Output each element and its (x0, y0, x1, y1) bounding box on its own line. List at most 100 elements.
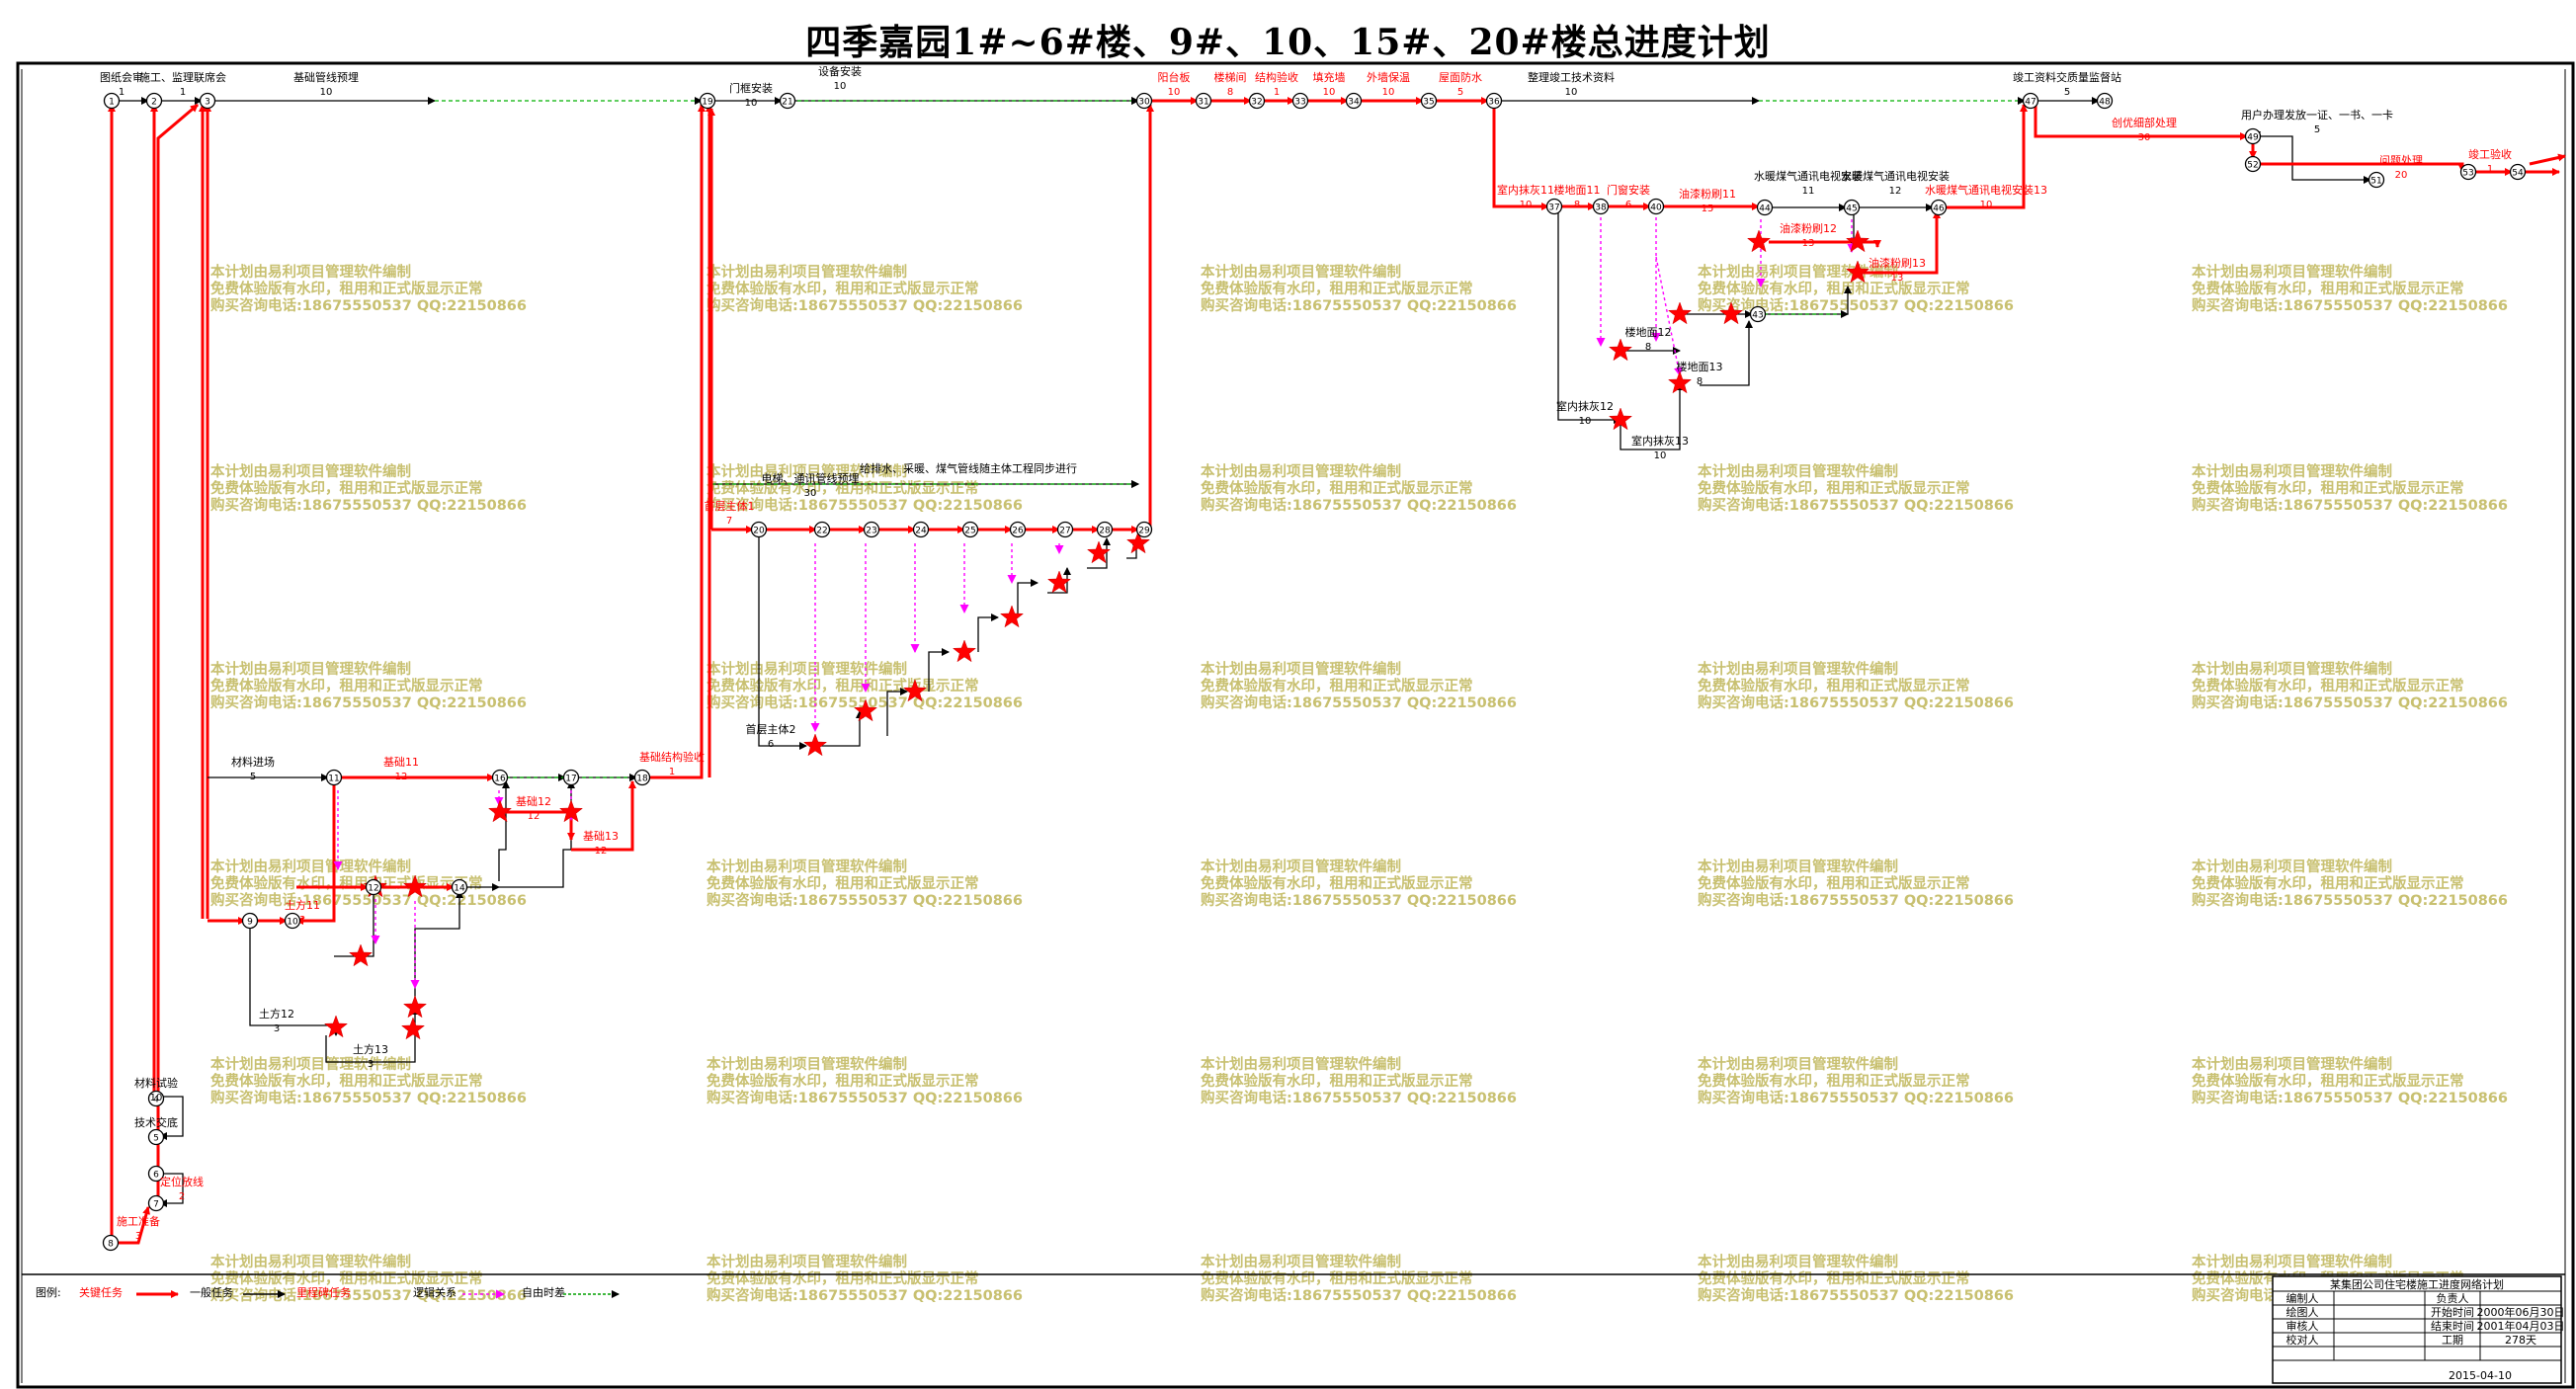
network-node: 38 (1592, 198, 1610, 215)
task-label: 5 (2314, 124, 2320, 135)
milestone-star (1718, 301, 1744, 325)
task-arrow (1087, 537, 1111, 569)
node-number: 11 (328, 775, 339, 784)
node-number: 45 (1846, 204, 1857, 214)
task-label: 10 (1520, 200, 1533, 210)
task-label: 12 (595, 846, 608, 857)
node-number: 26 (1012, 527, 1024, 536)
tb-row0-label2: 负责人 (2437, 1291, 2469, 1305)
task-arrow (1557, 209, 1621, 424)
critical-arrow (2529, 153, 2566, 166)
network-node: 10 (284, 912, 301, 930)
node-number: 24 (915, 527, 927, 536)
network-node: 8 (102, 1234, 120, 1252)
critical-arrow (2258, 162, 2466, 173)
node-number: 47 (2025, 98, 2036, 108)
task-label: 8 (1227, 87, 1233, 98)
task-label: 给排水、采暖、煤气管线随主体工程同步进行 (860, 461, 1077, 475)
page-title: 四季嘉园1#~6#楼、9#、10、15#、20#楼总进度计划 (805, 22, 1771, 63)
milestone-star (1746, 229, 1772, 253)
task-label: 10 (1323, 87, 1336, 98)
task-arrow (758, 533, 807, 750)
network-node: 53 (2459, 163, 2477, 181)
network-node: 32 (1248, 92, 1266, 110)
task-label: 1 (669, 767, 675, 777)
task-label: 10 (834, 81, 847, 92)
legend-milestone-label: 里程碑任务 (296, 1286, 351, 1299)
task-label: 基础13 (583, 830, 619, 843)
task-label: 水暖煤气通讯电视安装 (1841, 169, 1950, 183)
task-label: 首层主体2 (746, 722, 796, 736)
task-label: 创优细部处理 (2112, 116, 2177, 129)
node-number: 12 (368, 884, 378, 894)
node-number: 31 (1198, 98, 1208, 108)
task-label: 门框安装 (729, 81, 773, 95)
network-node: 6 (147, 1165, 165, 1183)
node-number: 44 (1759, 204, 1771, 214)
task-arrow (820, 710, 864, 747)
task-label: 土方12 (259, 1007, 294, 1021)
task-label: 图纸会审 (100, 70, 143, 84)
network-node: 2 (145, 92, 163, 110)
network-node: 3 (199, 92, 216, 110)
milestone-star (1667, 370, 1693, 394)
network-node: 45 (1843, 199, 1861, 216)
task-label: 设备安装 (818, 64, 862, 78)
network-node: 36 (1485, 92, 1503, 110)
critical-arrow (1769, 240, 1881, 248)
task-arrow (158, 1096, 184, 1140)
task-arrow (498, 780, 510, 881)
node-number: 40 (1650, 204, 1662, 213)
network-node: 22 (813, 521, 831, 538)
tb-row2-value: 2001年04月03日 (2477, 1319, 2565, 1333)
milestone-star (999, 605, 1025, 628)
tb-row1-label: 绘图人 (2286, 1305, 2319, 1319)
node-number: 6 (153, 1171, 159, 1181)
task-label: 6 (768, 739, 774, 750)
node-number: 19 (702, 98, 713, 108)
tb-row3-label: 校对人 (2286, 1333, 2319, 1347)
network-node: 28 (1096, 521, 1114, 538)
task-label: 6 (1625, 200, 1631, 210)
task-label: 填充墙 (1313, 70, 1346, 84)
node-number: 14 (454, 884, 465, 894)
network-node: 51 (2368, 171, 2385, 189)
critical-arrow (2034, 105, 2248, 140)
critical-arrow (1858, 210, 1941, 275)
task-label: 10 (320, 87, 333, 98)
network-node: 48 (2096, 92, 2114, 110)
node-number: 3 (205, 98, 210, 108)
node-number: 16 (494, 775, 506, 784)
legend-critical-label: 关键任务 (79, 1285, 123, 1299)
task-label: 油漆粉刷11 (1679, 187, 1736, 201)
node-number: 30 (1138, 98, 1150, 108)
task-label: 3 (299, 915, 305, 926)
task-label: 13 (1802, 238, 1815, 249)
task-label: 10 (1168, 87, 1181, 98)
task-label: 楼地面13 (1677, 360, 1723, 373)
node-number: 51 (2370, 177, 2381, 187)
network-node: 43 (1749, 305, 1767, 323)
node-number: 5 (153, 1134, 159, 1144)
task-label: 土方11 (285, 898, 320, 912)
network-node: 5 (147, 1128, 165, 1146)
node-number: 32 (1251, 98, 1262, 108)
task-label: 5 (2064, 87, 2070, 98)
node-number: 29 (1138, 527, 1150, 536)
task-label: 水暖煤气通讯电视安装 (1754, 169, 1863, 183)
milestone-star (1608, 338, 1633, 362)
task-label: 土方13 (353, 1042, 388, 1056)
task-label: 外墙保温 (1367, 70, 1410, 84)
task-arrow (2258, 135, 2371, 184)
network-node: 44 (1756, 199, 1774, 216)
task-label: 13 (1891, 273, 1904, 284)
critical-arrow (1945, 104, 2028, 209)
network-node: 23 (863, 521, 880, 538)
milestone-star (1125, 531, 1151, 554)
task-arrow (1764, 286, 1852, 315)
milestone-star (323, 1015, 349, 1038)
node-number: 10 (287, 918, 298, 928)
task-label: 10 (1565, 87, 1578, 98)
task-arrow (886, 688, 908, 736)
network-node: 1 (103, 92, 121, 110)
